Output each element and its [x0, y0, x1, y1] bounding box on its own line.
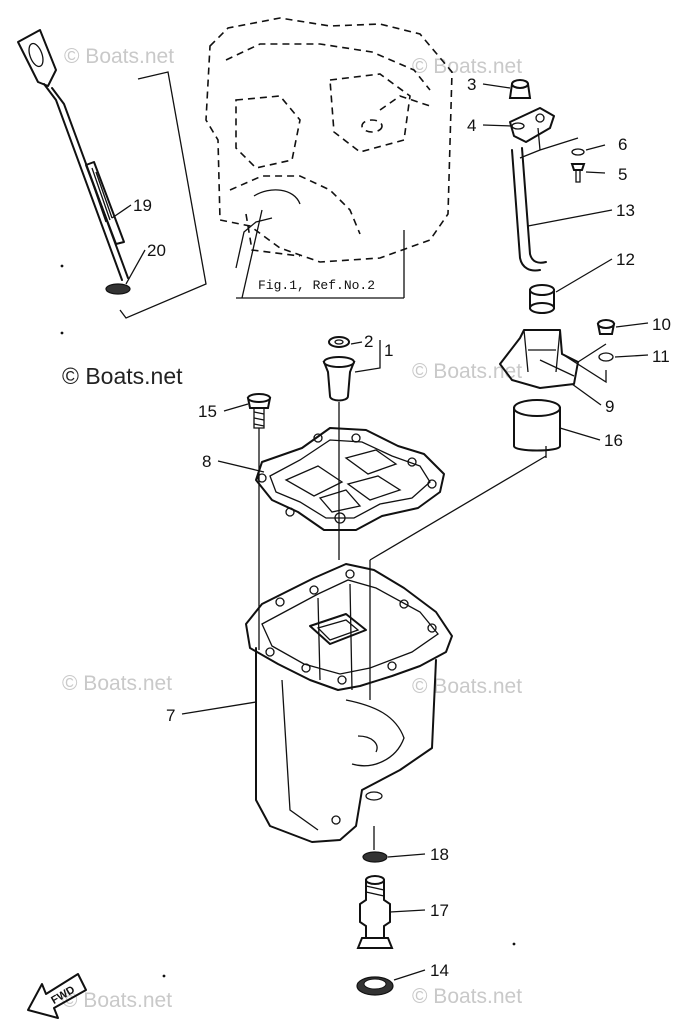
o-ring-icon: [105, 283, 131, 295]
callout-20: 20: [147, 241, 166, 260]
callout-2: 2: [364, 332, 373, 351]
dipstick: [17, 29, 207, 319]
watermark: © Boats.net: [412, 360, 522, 383]
gasket-assembly: [246, 393, 445, 650]
callout-13: 13: [616, 201, 635, 220]
callout-17: 17: [430, 901, 449, 920]
callout-18: 18: [430, 845, 449, 864]
callout-1: 1: [384, 341, 393, 360]
callout-11: 11: [652, 347, 670, 366]
watermark-main: © Boats.net: [62, 363, 183, 389]
watermarks: © Boats.net © Boats.net © Boats.net © Bo…: [62, 45, 522, 1012]
callout-numbers: 1 2 3 4 5 6 7 8 9 10 11 12 13 14 15 16 1…: [133, 75, 671, 980]
engine-block: Fig.1, Ref.No.2: [205, 17, 453, 299]
callout-19: 19: [133, 196, 152, 215]
callout-10: 10: [652, 315, 671, 334]
stray-marks: [60, 264, 516, 978]
callout-4: 4: [467, 116, 476, 135]
reference-label: Fig.1, Ref.No.2: [258, 278, 375, 293]
callout-6: 6: [618, 135, 627, 154]
callout-5: 5: [618, 165, 627, 184]
oil-pan: [245, 455, 547, 850]
callout-3: 3: [467, 75, 476, 94]
callout-15: 15: [198, 402, 217, 421]
callout-14: 14: [430, 961, 449, 980]
watermark: © Boats.net: [62, 672, 172, 695]
callout-7: 7: [166, 706, 175, 725]
callout-16: 16: [604, 431, 623, 450]
watermark: © Boats.net: [412, 675, 522, 698]
watermark: © Boats.net: [412, 55, 522, 78]
watermark: © Boats.net: [412, 985, 522, 1008]
watermark: © Boats.net: [64, 45, 174, 68]
callout-12: 12: [616, 250, 635, 269]
callout-9: 9: [605, 397, 614, 416]
part-1-2: [322, 336, 381, 560]
leader-lines: [111, 83, 649, 981]
callout-8: 8: [202, 452, 211, 471]
drain-plug-assembly: [356, 851, 394, 996]
watermark: © Boats.net: [62, 989, 172, 1012]
oil-level-assembly: [499, 79, 616, 458]
